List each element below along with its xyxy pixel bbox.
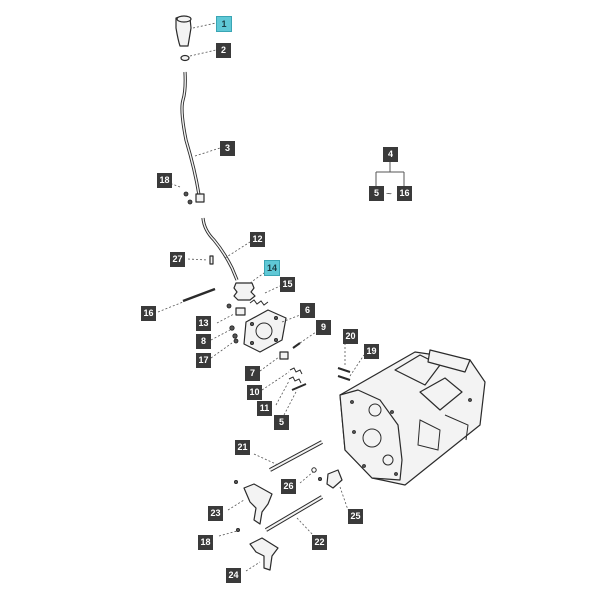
callout-20[interactable]: 20 bbox=[343, 329, 358, 344]
shift-boot-part[interactable] bbox=[233, 282, 256, 301]
callout-2[interactable]: 2 bbox=[216, 43, 231, 58]
callout-8[interactable]: 8 bbox=[196, 334, 211, 349]
housing-bolt-part[interactable] bbox=[229, 325, 239, 344]
callout-25[interactable]: 25 bbox=[348, 509, 363, 524]
transmission-case-part[interactable] bbox=[339, 349, 486, 486]
callout-12[interactable]: 12 bbox=[250, 232, 265, 247]
shift-knob-part[interactable] bbox=[175, 15, 192, 47]
callout-14[interactable]: 14 bbox=[264, 260, 280, 276]
callout-10[interactable]: 10 bbox=[247, 385, 262, 400]
callout-16-kit[interactable]: 16 bbox=[397, 186, 412, 201]
callout-17[interactable]: 17 bbox=[196, 353, 211, 368]
bracket-block-part[interactable] bbox=[226, 303, 246, 316]
set-screw-part[interactable] bbox=[183, 191, 193, 205]
pin-part[interactable] bbox=[209, 255, 214, 265]
callout-3[interactable]: 3 bbox=[220, 141, 235, 156]
callout-16[interactable]: 16 bbox=[141, 306, 156, 321]
selector-housing-part[interactable] bbox=[243, 309, 287, 353]
callout-21[interactable]: 21 bbox=[235, 440, 250, 455]
detent-ball-part[interactable] bbox=[311, 467, 317, 473]
case-bolt-part[interactable] bbox=[337, 367, 351, 381]
callout-18-lower[interactable]: 18 bbox=[198, 535, 213, 550]
spring-part[interactable] bbox=[249, 299, 269, 306]
callout-26[interactable]: 26 bbox=[281, 479, 296, 494]
guide-pin-part[interactable] bbox=[292, 342, 301, 349]
callout-1[interactable]: 1 bbox=[216, 16, 232, 32]
callout-27[interactable]: 27 bbox=[170, 252, 185, 267]
shift-fork-lower-part[interactable] bbox=[235, 528, 279, 571]
shift-rail-upper-part[interactable] bbox=[269, 440, 323, 472]
shift-rail-lower-part[interactable] bbox=[264, 495, 324, 532]
boot-ring-part[interactable] bbox=[180, 54, 190, 62]
callout-23[interactable]: 23 bbox=[208, 506, 223, 521]
shift-fork-upper-part[interactable] bbox=[233, 479, 273, 525]
callout-4[interactable]: 4 bbox=[383, 147, 398, 162]
callout-5[interactable]: 5 bbox=[274, 415, 289, 430]
callout-5-kit[interactable]: 5 bbox=[369, 186, 384, 201]
callout-22[interactable]: 22 bbox=[312, 535, 327, 550]
callout-6[interactable]: 6 bbox=[300, 303, 315, 318]
callout-15[interactable]: 15 bbox=[280, 277, 295, 292]
selector-block-part[interactable] bbox=[317, 469, 343, 489]
kit-range-separator: ~ bbox=[386, 189, 392, 200]
callout-7[interactable]: 7 bbox=[245, 366, 260, 381]
lever-clamp-part[interactable] bbox=[195, 193, 205, 203]
callout-19[interactable]: 19 bbox=[364, 344, 379, 359]
callout-24[interactable]: 24 bbox=[226, 568, 241, 583]
kit-bracket bbox=[375, 162, 405, 186]
callout-18-upper[interactable]: 18 bbox=[157, 173, 172, 188]
long-rod-part[interactable] bbox=[182, 287, 216, 303]
callout-13[interactable]: 13 bbox=[196, 316, 211, 331]
callout-11[interactable]: 11 bbox=[257, 401, 272, 416]
leader-lines bbox=[157, 22, 365, 572]
detent-spring-part[interactable] bbox=[288, 367, 307, 391]
bushing-part[interactable] bbox=[279, 351, 289, 360]
callout-9[interactable]: 9 bbox=[316, 320, 331, 335]
